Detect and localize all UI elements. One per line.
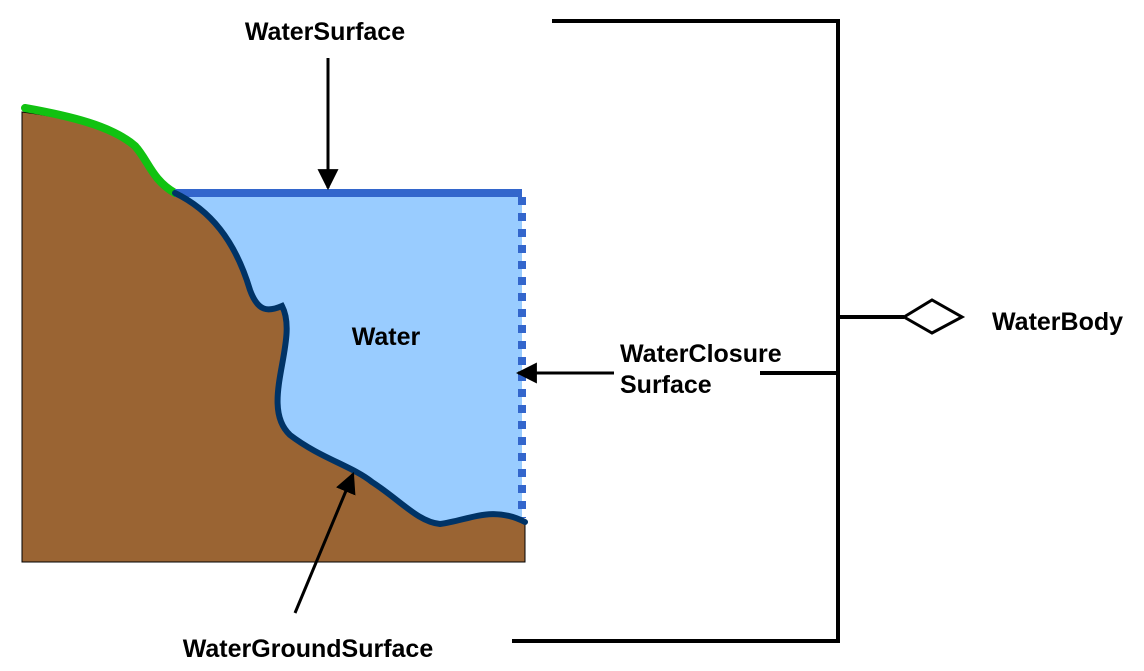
water-surface-label: WaterSurface xyxy=(245,18,405,46)
water-closure-label-line2: Surface xyxy=(620,371,712,399)
water-body-label: WaterBody xyxy=(992,308,1123,336)
water-ground-surface-label: WaterGroundSurface xyxy=(183,635,434,663)
water-body-bracket xyxy=(512,19,840,643)
water-ground-line xyxy=(172,190,528,528)
grass-line xyxy=(21,104,179,197)
water-label: Water xyxy=(352,323,421,351)
water-ground-arrow xyxy=(293,472,356,614)
water-shape xyxy=(175,193,522,524)
aggregation-diamond-icon xyxy=(901,298,966,335)
water-closure-label-line1: WaterClosure xyxy=(620,340,782,368)
